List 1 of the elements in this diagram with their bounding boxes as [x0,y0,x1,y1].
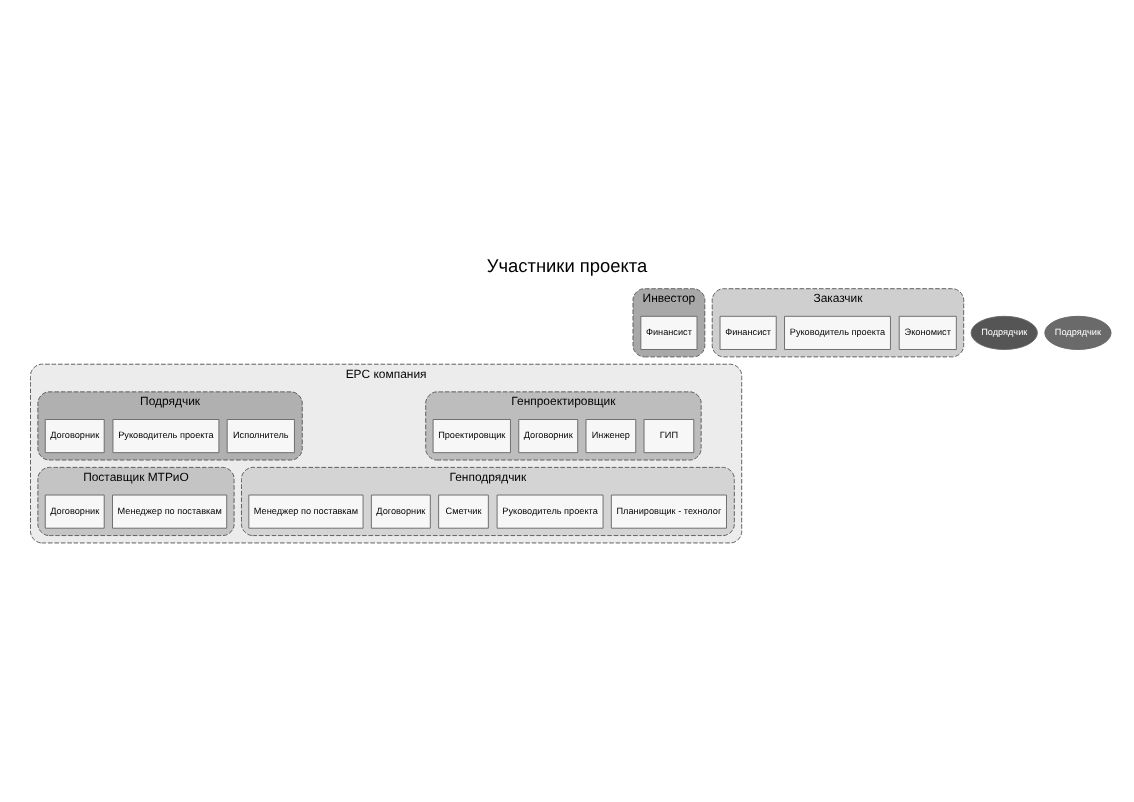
diagram-title: Участники проекта [486,255,648,276]
